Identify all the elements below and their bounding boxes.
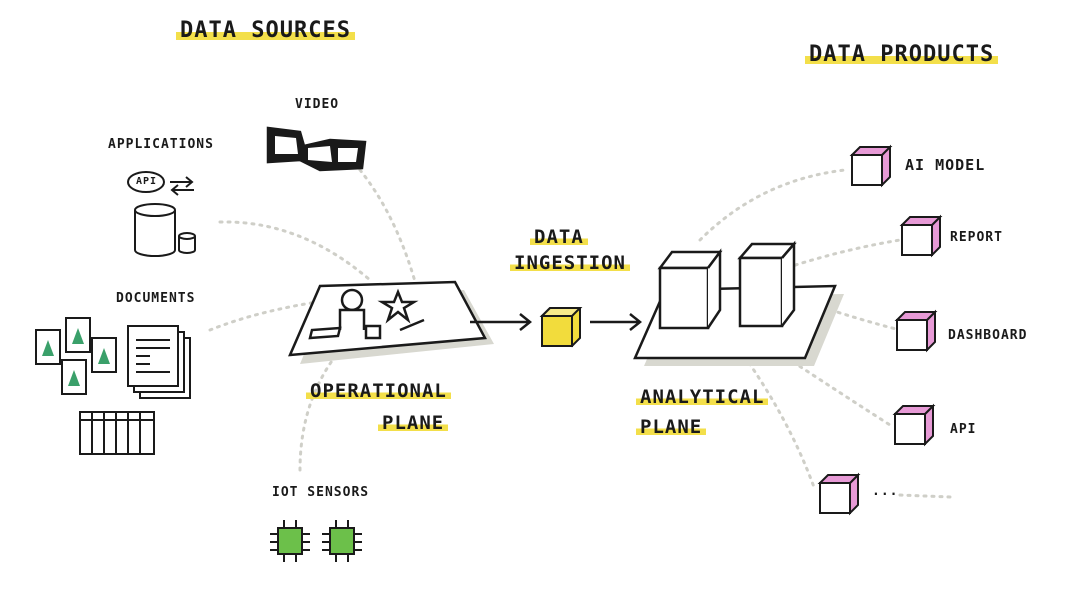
database-icon xyxy=(127,171,196,257)
product-cube-icon xyxy=(849,144,893,188)
dotted-connectors xyxy=(208,168,952,499)
product-cube-icon xyxy=(894,309,938,353)
ingestion-label-2: INGESTION xyxy=(510,254,630,273)
documents-label: DOCUMENTS xyxy=(116,291,196,306)
product-cube-icon xyxy=(899,214,943,258)
operational-label-1: OPERATIONAL xyxy=(306,382,451,401)
analytical-label-1: ANALYTICAL xyxy=(636,388,769,407)
product-more: ... xyxy=(872,484,899,499)
applications-label: APPLICATIONS xyxy=(108,137,214,152)
analytical-label-2: PLANE xyxy=(636,418,707,437)
iot-sensor-icons xyxy=(270,520,362,562)
data-sources-title: DATA SOURCES xyxy=(176,20,355,42)
product-ai-model: AI MODEL xyxy=(905,156,986,174)
data-products-title: DATA PRODUCTS xyxy=(805,44,999,66)
iot-sensors-label: IOT SENSORS xyxy=(272,485,370,500)
api-bubble-label: API xyxy=(136,176,158,187)
product-cubes xyxy=(817,144,943,516)
product-cube-icon xyxy=(817,472,861,516)
ingestion-cube-icon xyxy=(539,307,583,348)
flow-arrows xyxy=(470,313,643,331)
operational-label-2: PLANE xyxy=(378,414,449,433)
product-api: API xyxy=(950,422,977,437)
product-cube-icon xyxy=(892,403,936,447)
documents-icon xyxy=(35,317,191,455)
operational-plane xyxy=(288,280,494,364)
analytical-plane xyxy=(633,240,844,366)
video-label: VIDEO xyxy=(295,97,340,112)
ingestion-label-1: DATA xyxy=(530,228,588,247)
product-report: REPORT xyxy=(950,230,1003,245)
product-dashboard: DASHBOARD xyxy=(948,328,1028,343)
video-film-icon xyxy=(266,126,367,172)
